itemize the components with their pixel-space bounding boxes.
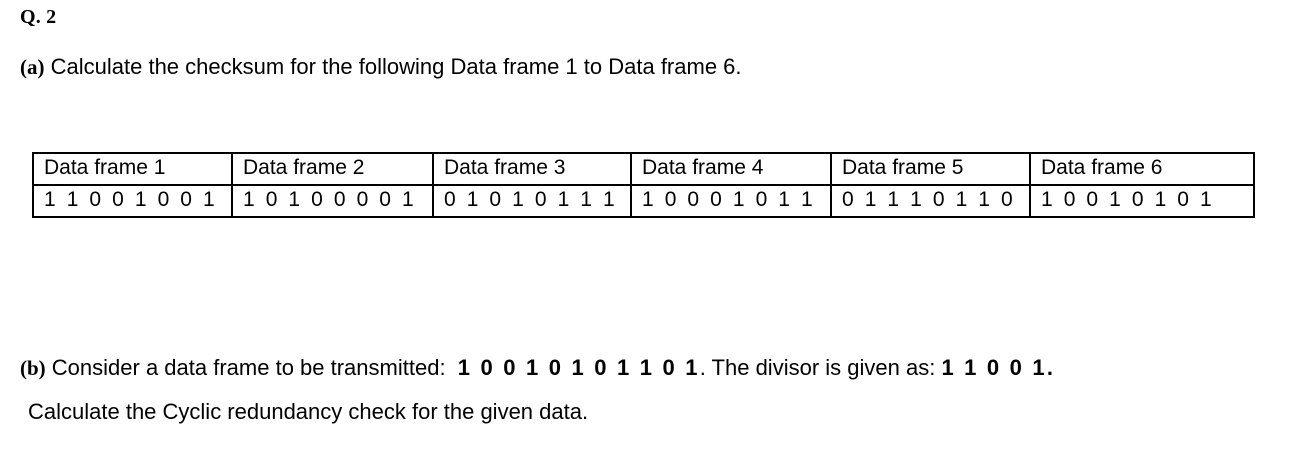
table-header-cell-frame-1: Data frame 1 <box>32 152 233 186</box>
table-header-cell-frame-6: Data frame 6 <box>1029 152 1255 186</box>
part-b-second-line-text: Calculate the Cyclic redundancy check fo… <box>28 399 589 424</box>
table-header-cell-frame-3: Data frame 3 <box>432 152 632 186</box>
part-b-data-frame-value: 1 0 0 1 0 1 0 1 1 0 1 <box>457 355 700 380</box>
part-b-prompt: (b) Consider a data frame to be transmit… <box>20 355 1056 380</box>
data-frames-table: Data frame 1 Data frame 2 Data frame 3 D… <box>32 152 1255 218</box>
table-bits-cell-frame-5: 0 1 1 1 0 1 1 0 <box>830 183 1031 218</box>
table-bits-cell-frame-2: 1 0 1 0 0 0 0 1 <box>231 183 434 218</box>
part-a-label: (a) <box>20 55 45 79</box>
table-header-row: Data frame 1 Data frame 2 Data frame 3 D… <box>32 152 1255 186</box>
table-bits-row: 1 1 0 0 1 0 0 1 1 0 1 0 0 0 0 1 0 1 0 1 … <box>32 183 1255 218</box>
table-bits-cell-frame-6: 1 0 0 1 0 1 0 1 <box>1029 183 1255 218</box>
part-b-label: (b) <box>20 356 46 380</box>
part-a-text: Calculate the checksum for the following… <box>50 54 742 79</box>
part-b-period: . <box>1046 355 1056 380</box>
table-bits-cell-frame-3: 0 1 0 1 0 1 1 1 <box>432 183 632 218</box>
table-bits-cell-frame-1: 1 1 0 0 1 0 0 1 <box>32 183 233 218</box>
part-b-second-line: Calculate the Cyclic redundancy check fo… <box>28 399 589 424</box>
part-a-prompt: (a) Calculate the checksum for the follo… <box>20 54 742 79</box>
table-header-cell-frame-5: Data frame 5 <box>830 152 1031 186</box>
question-heading: Q. 2 <box>20 6 57 28</box>
table-bits-cell-frame-4: 1 0 0 0 1 0 1 1 <box>630 183 832 218</box>
part-b-text-before-data: Consider a data frame to be transmitted: <box>51 355 446 380</box>
table-header-cell-frame-2: Data frame 2 <box>231 152 434 186</box>
part-b-divisor-value: 1 1 0 0 1 <box>941 355 1047 380</box>
table-header-cell-frame-4: Data frame 4 <box>630 152 832 186</box>
part-b-text-between: . The divisor is given as: <box>699 355 936 380</box>
